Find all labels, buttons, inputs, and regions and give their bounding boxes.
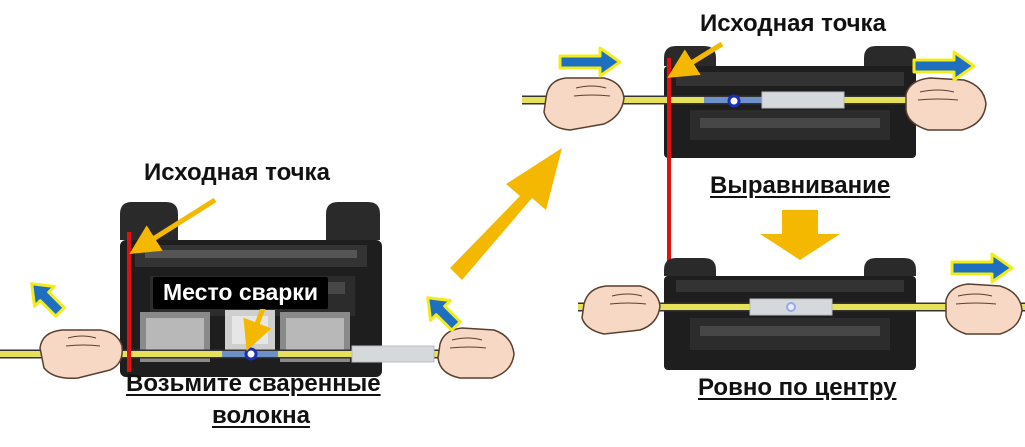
centered-label: Ровно по центру [698, 374, 897, 401]
top-protective-sleeve [761, 91, 845, 109]
left-weld-point-marker [244, 347, 258, 361]
weld-point-pointer [243, 305, 272, 351]
left-origin-pointer [129, 197, 217, 254]
big-transition-arrow [450, 148, 562, 280]
left-pull-arrow-left [30, 282, 66, 318]
bottom-hand-left [581, 285, 661, 335]
take-fibers-label-line1: Возьмите сваренные [126, 370, 381, 397]
alignment-label: Выравнивание [710, 172, 891, 199]
left-origin-label: Исходная точка [144, 159, 330, 186]
top-hand-right [905, 77, 987, 131]
top-right-splicer-device [664, 46, 916, 158]
right-origin-label: Исходная точка [700, 10, 886, 37]
bottom-right-splicer-device [664, 258, 916, 370]
left-protective-sleeve [351, 345, 435, 363]
left-pull-arrow-right [426, 296, 462, 332]
take-fibers-label-line2: волокна [212, 402, 310, 429]
bottom-hand-right [945, 283, 1023, 335]
left-hand-right [437, 327, 515, 379]
bottom-weld-point-marker [786, 302, 796, 312]
alignment-down-arrow [760, 210, 840, 260]
left-hand-left [39, 329, 123, 380]
weld-point-label: Место сварки [153, 277, 328, 309]
top-pull-arrow-right [912, 50, 976, 82]
top-pull-arrow-left [558, 46, 622, 78]
right-origin-pointer [667, 41, 724, 78]
top-hand-left [543, 77, 625, 131]
top-weld-point-marker [727, 94, 741, 108]
bottom-pull-arrow-right [950, 252, 1014, 284]
